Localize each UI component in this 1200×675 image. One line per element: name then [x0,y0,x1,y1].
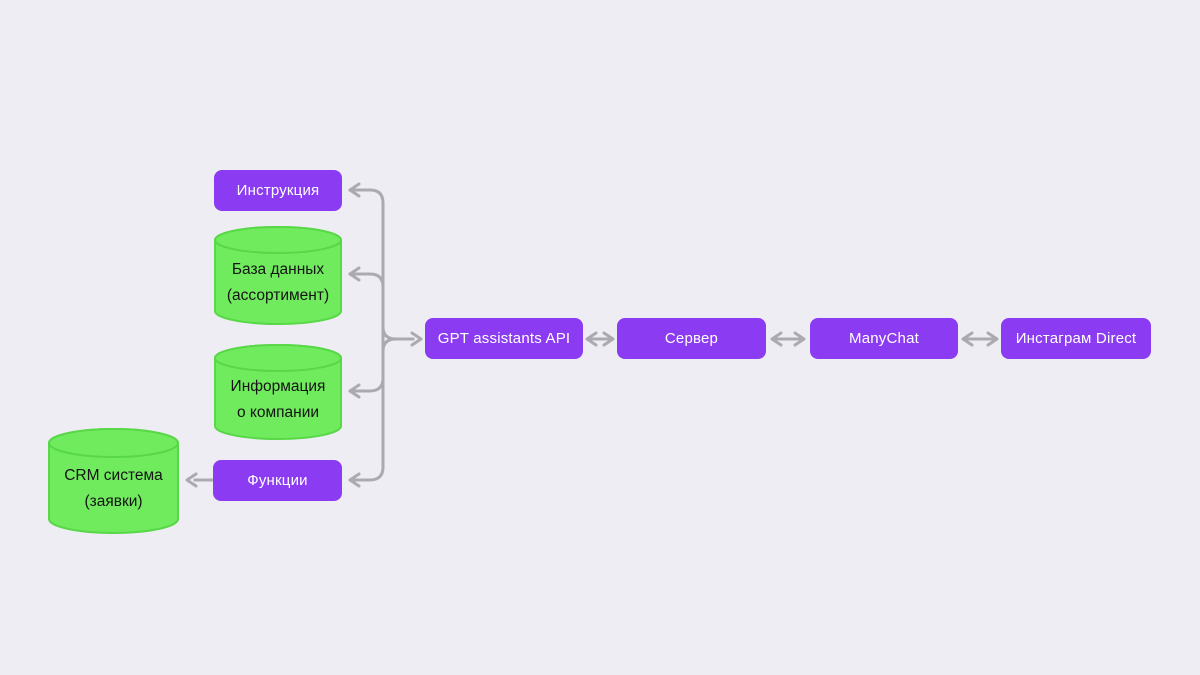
arrowhead-database [348,266,361,282]
node-functions-label: Функции [247,472,308,489]
node-database[interactable]: База данных (ассортимент) [214,226,342,325]
edge-gpt-database [348,272,385,289]
database-cylinder-icon [214,344,342,440]
node-crm[interactable]: CRM система (заявки) [48,428,179,534]
node-gpt-api[interactable]: GPT assistants API [425,318,583,359]
node-crm-label: CRM система (заявки) [64,466,163,510]
node-server[interactable]: Сервер [617,318,766,359]
edge-trunk-gpt-upper [381,325,415,341]
node-database-label: База данных (ассортимент) [226,261,330,304]
arrowhead-server-manychat-right [793,331,806,347]
node-server-label: Сервер [664,330,719,347]
node-manychat[interactable]: ManyChat [810,318,958,359]
edge-gpt-company-info [348,376,385,393]
node-gpt-api-label: GPT assistants API [437,330,571,347]
database-cylinder-icon [48,428,179,534]
node-instruction[interactable]: Инструкция [214,170,342,211]
database-cylinder-icon [214,226,342,325]
node-instagram-direct-label: Инстаграм Direct [1015,330,1137,347]
arrowhead-gpt-server-left [585,331,598,347]
node-company-info-label: Информация о компании [230,377,326,421]
arrowhead-manychat-instagram-left [961,331,974,347]
arrowhead-instruction [348,182,361,198]
edge-trunk-gpt-lower [381,337,398,353]
arrowhead-manychat-instagram-right [986,331,999,347]
node-functions[interactable]: Функции [213,460,342,501]
node-instagram-direct[interactable]: Инстаграм Direct [1001,318,1151,359]
arrowhead-gpt-server-right [602,331,615,347]
node-company-info[interactable]: Информация о компании [214,344,342,440]
node-manychat-label: ManyChat [849,330,919,347]
arrowhead-crm [185,472,198,488]
arrowhead-functions [348,472,361,488]
edge-gpt-instruction [348,188,385,205]
node-instruction-label: Инструкция [236,182,320,199]
edge-gpt-functions [348,465,385,482]
arrowhead-company-info [348,383,361,399]
arrowhead-gpt [410,331,423,347]
arrowhead-server-manychat-left [770,331,783,347]
